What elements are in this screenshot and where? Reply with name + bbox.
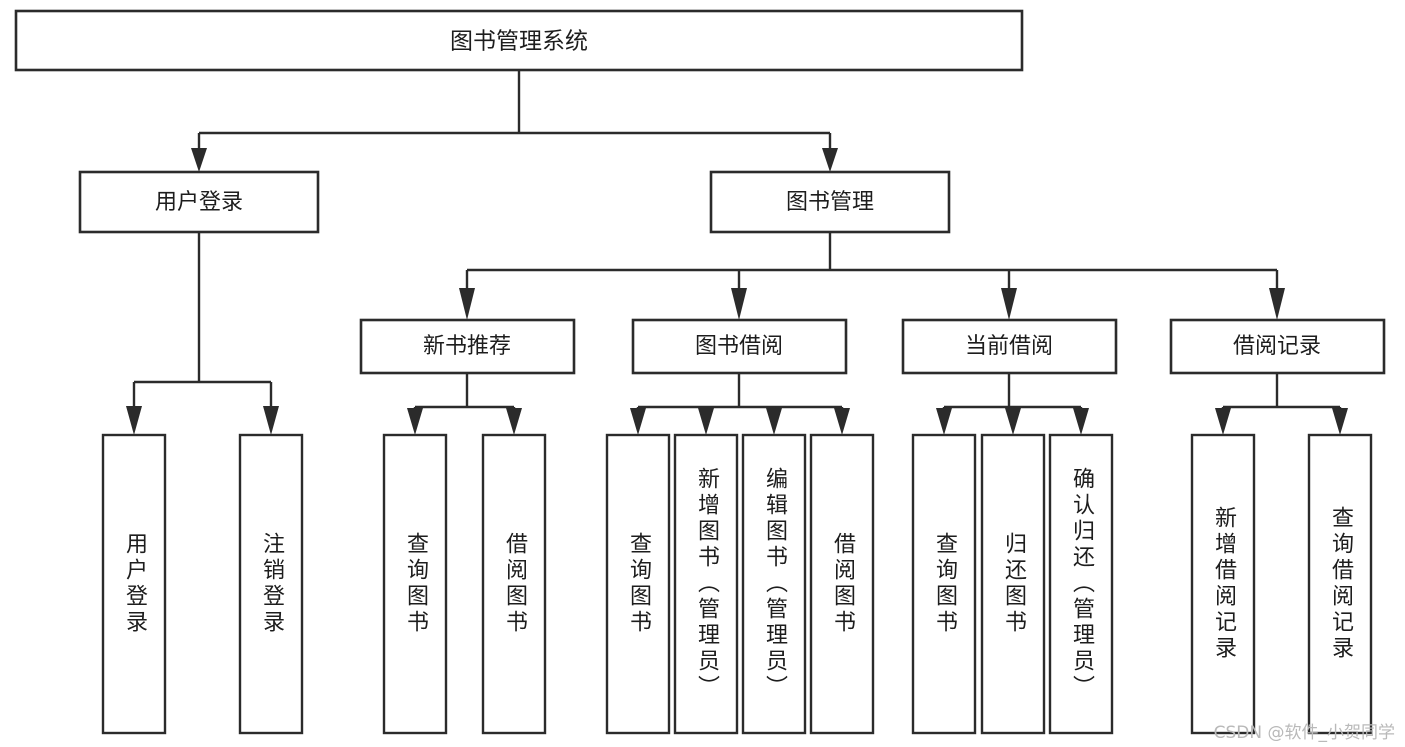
arrowhead-leaf-12 bbox=[1215, 408, 1231, 435]
arrowhead-leaf-1 bbox=[126, 406, 142, 435]
node-leaf-11[interactable]: 确认归还（管理员） bbox=[1048, 433, 1114, 735]
node-records-label: 借阅记录 bbox=[1233, 334, 1321, 359]
node-leaf-5-label: 查询图书 bbox=[626, 532, 652, 636]
node-leaf-13-box[interactable] bbox=[1307, 433, 1373, 735]
node-leaf-9-label: 查询图书 bbox=[932, 532, 958, 636]
node-newrec-box[interactable] bbox=[359, 318, 576, 375]
node-login-label: 用户登录 bbox=[155, 190, 243, 215]
arrowhead-login bbox=[191, 148, 207, 172]
node-login[interactable]: 用户登录 bbox=[78, 170, 320, 234]
node-leaf-5-box[interactable] bbox=[605, 433, 671, 735]
arrowhead-records bbox=[1269, 288, 1285, 320]
node-leaf-1-label: 用户登录 bbox=[122, 532, 148, 636]
node-leaf-2[interactable]: 注销登录 bbox=[238, 433, 304, 735]
arrowhead-leaf-8 bbox=[834, 408, 850, 435]
connector-layer bbox=[126, 70, 1348, 435]
node-root[interactable]: 图书管理系统 bbox=[14, 9, 1024, 72]
node-newrec[interactable]: 新书推荐 bbox=[359, 318, 576, 375]
arrowhead-leaf-6 bbox=[698, 408, 714, 435]
node-leaf-1-box[interactable] bbox=[101, 433, 167, 735]
node-newrec-label: 新书推荐 bbox=[423, 334, 511, 359]
arrowhead-leaf-2 bbox=[263, 406, 279, 435]
node-leaf-6[interactable]: 新增图书（管理员） bbox=[673, 433, 739, 735]
node-leaf-10-label: 归还图书 bbox=[1001, 532, 1027, 636]
arrowhead-leaf-10 bbox=[1005, 408, 1021, 435]
node-leaf-13-label: 查询借阅记录 bbox=[1328, 506, 1354, 662]
node-leaf-8-label: 借阅图书 bbox=[830, 532, 856, 636]
node-leaf-6-label: 新增图书（管理员） bbox=[694, 467, 720, 701]
arrowhead-newrec bbox=[459, 288, 475, 320]
node-leaf-11-label: 确认归还（管理员） bbox=[1069, 467, 1095, 701]
arrowhead-leaf-7 bbox=[766, 408, 782, 435]
node-leaf-2-label: 注销登录 bbox=[259, 532, 285, 636]
node-bookmgmt[interactable]: 图书管理 bbox=[709, 170, 951, 234]
node-leaf-4-label: 借阅图书 bbox=[502, 532, 528, 636]
node-leaf-11-box[interactable] bbox=[1048, 433, 1114, 735]
arrowhead-leaf-9 bbox=[936, 408, 952, 435]
arrowhead-leaf-5 bbox=[630, 408, 646, 435]
node-leaf-12-box[interactable] bbox=[1190, 433, 1256, 735]
node-leaf-3[interactable]: 查询图书 bbox=[382, 433, 448, 735]
arrowhead-leaf-4 bbox=[506, 408, 522, 435]
node-leaf-12[interactable]: 新增借阅记录 bbox=[1190, 433, 1256, 735]
node-leaf-7-label: 编辑图书（管理员） bbox=[762, 467, 788, 701]
arrowhead-leaf-3 bbox=[407, 408, 423, 435]
node-leaf-13[interactable]: 查询借阅记录 bbox=[1307, 433, 1373, 735]
node-borrow[interactable]: 图书借阅 bbox=[631, 318, 848, 375]
node-leaf-3-box[interactable] bbox=[382, 433, 448, 735]
node-root-label: 图书管理系统 bbox=[450, 29, 588, 55]
arrowhead-current bbox=[1001, 288, 1017, 320]
node-leaf-9-box[interactable] bbox=[911, 433, 977, 735]
node-leaf-7-box[interactable] bbox=[741, 433, 807, 735]
node-bookmgmt-label: 图书管理 bbox=[786, 190, 874, 215]
node-leaf-4[interactable]: 借阅图书 bbox=[481, 433, 547, 735]
node-leaf-8-box[interactable] bbox=[809, 433, 875, 735]
node-leaf-3-label: 查询图书 bbox=[403, 532, 429, 636]
node-records[interactable]: 借阅记录 bbox=[1169, 318, 1386, 375]
node-leaf-2-box[interactable] bbox=[238, 433, 304, 735]
node-leaf-4-box[interactable] bbox=[481, 433, 547, 735]
arrowhead-leaf-11 bbox=[1073, 408, 1089, 435]
node-leaf-10-box[interactable] bbox=[980, 433, 1046, 735]
node-leaf-8[interactable]: 借阅图书 bbox=[809, 433, 875, 735]
node-leaf-6-box[interactable] bbox=[673, 433, 739, 735]
arrowhead-leaf-13 bbox=[1332, 408, 1348, 435]
node-current-box[interactable] bbox=[901, 318, 1118, 375]
node-borrow-box[interactable] bbox=[631, 318, 848, 375]
node-records-box[interactable] bbox=[1169, 318, 1386, 375]
node-bookmgmt-box[interactable] bbox=[709, 170, 951, 234]
node-login-box[interactable] bbox=[78, 170, 320, 234]
node-borrow-label: 图书借阅 bbox=[695, 334, 783, 359]
node-leaf-12-label: 新增借阅记录 bbox=[1211, 506, 1237, 662]
node-leaf-10[interactable]: 归还图书 bbox=[980, 433, 1046, 735]
node-current-label: 当前借阅 bbox=[965, 334, 1053, 359]
node-leaf-9[interactable]: 查询图书 bbox=[911, 433, 977, 735]
node-leaf-1[interactable]: 用户登录 bbox=[101, 433, 167, 735]
arrowhead-bookmgmt bbox=[822, 148, 838, 172]
node-current[interactable]: 当前借阅 bbox=[901, 318, 1118, 375]
arrowhead-borrow bbox=[731, 288, 747, 320]
node-leaf-7[interactable]: 编辑图书（管理员） bbox=[741, 433, 807, 735]
node-root-box[interactable] bbox=[14, 9, 1024, 72]
node-leaf-5[interactable]: 查询图书 bbox=[605, 433, 671, 735]
